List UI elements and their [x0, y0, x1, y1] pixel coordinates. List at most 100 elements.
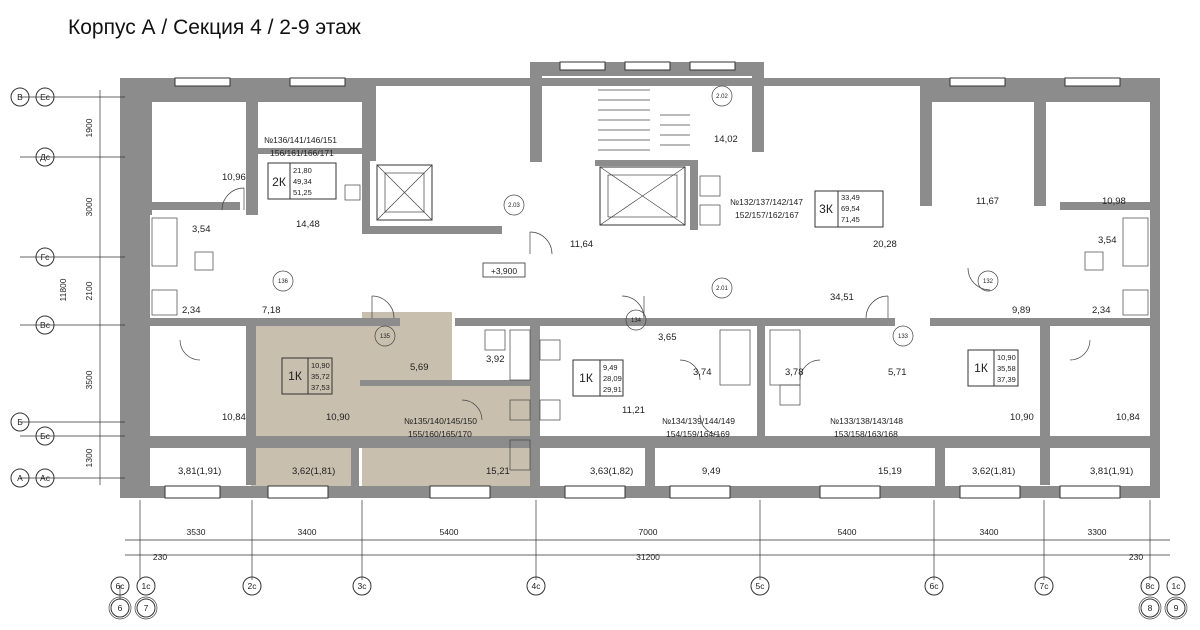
apt-1k-left-label: 1К 10,90 35,72 37,53 №135/140/145/150 15…: [281, 357, 477, 439]
wall-kitchen-top: [360, 380, 530, 386]
wall-right-col: [920, 86, 932, 206]
apt-area: 49,34: [293, 177, 312, 186]
apt-area: 29,91: [603, 385, 622, 394]
room-area: 3,63(1,82): [590, 466, 633, 477]
apt-numbers: 156/161/166/171: [270, 148, 334, 158]
axis-label: 1с: [142, 581, 152, 591]
apt-2k-label: №136/141/146/151 156/161/166/171 2К 21,8…: [264, 135, 337, 200]
room-marker: 136: [278, 279, 289, 285]
apt-area: 21,80: [293, 166, 312, 175]
dim-label: 3530: [187, 527, 206, 537]
axis-label: Гс: [41, 252, 51, 262]
wall-right-col2: [1034, 86, 1046, 206]
dim-label: 3000: [84, 197, 94, 216]
wall-stair-left: [362, 86, 376, 161]
apt-rooms: 1К: [579, 371, 593, 385]
axis-label: Б: [17, 417, 23, 427]
room-area: 11,21: [622, 405, 645, 416]
apt-area: 28,09: [603, 374, 622, 383]
wall-left-h: [140, 202, 240, 210]
wall-v-2: [351, 436, 359, 491]
apt-area: 10,90: [997, 353, 1016, 362]
room-area: 14,48: [296, 219, 320, 230]
apt-1k-right-label: №133/138/143/148 153/158/163/168 1К 10,9…: [830, 349, 1019, 439]
apt-area: 9,49: [603, 363, 618, 372]
room-area: 3,81(1,91): [1090, 466, 1133, 477]
vertical-dimensions: 1900 3000 2100 3500 1300 11800: [58, 118, 94, 467]
wall-lift-right: [690, 160, 698, 230]
wall-lift-left: [362, 160, 370, 230]
horizontal-dimensions: 3530 3400 5400 7000 5400 3400 3300 230 2…: [153, 527, 1143, 562]
room-area: 5,69: [410, 362, 429, 373]
room-area: 20,28: [873, 239, 897, 250]
room-area: 9,49: [702, 466, 721, 477]
room-area: 10,90: [326, 412, 350, 423]
dim-label: 230: [1129, 552, 1143, 562]
room-area: 3,62(1,81): [972, 466, 1015, 477]
wall-corridor-top: [362, 226, 502, 234]
axis-label: 6с: [116, 581, 126, 591]
apt-numbers: №133/138/143/148: [830, 416, 903, 426]
room-area: 11,64: [570, 239, 593, 250]
room-markers: 2.02 2.03 2.01 136 135 134 133 132: [272, 85, 999, 347]
level-mark: +3,900: [491, 266, 518, 276]
wall-corridor-bot-right: [930, 318, 1150, 326]
elevator-2: [599, 166, 686, 226]
wall-left-col2: [246, 95, 258, 215]
elevator-1: [376, 164, 433, 221]
axis-label: Дс: [40, 152, 51, 162]
dim-label: 3400: [980, 527, 999, 537]
page-title: Корпус А / Секция 4 / 2-9 этаж: [68, 16, 361, 39]
room-area: 3,65: [658, 332, 677, 343]
axis-label: 7с: [1040, 581, 1050, 591]
room-marker: 133: [898, 334, 909, 340]
elevators: [376, 164, 686, 226]
room-area: 15,21: [486, 466, 510, 477]
apt-1k-center-label: 1К 9,49 28,09 29,91 №134/139/144/149 154…: [572, 359, 735, 439]
apt-rooms: 3К: [819, 202, 833, 216]
wall-v-6: [935, 436, 945, 491]
room-marker: 134: [631, 318, 642, 324]
sanitary-fixtures: [151, 175, 1149, 471]
apt-numbers: №132/137/142/147: [730, 197, 803, 207]
wall-outer-bottom: [120, 486, 1160, 498]
wall-outer-top-band: [120, 78, 1160, 86]
room-area: 3,62(1,81): [292, 466, 335, 477]
room-area: 3,74: [693, 367, 712, 378]
apt-area: 69,54: [841, 204, 860, 213]
dim-label: 1900: [84, 118, 94, 137]
axis-label: 8: [1148, 603, 1153, 613]
room-marker: 2.03: [508, 203, 520, 209]
axis-label: А: [17, 473, 23, 483]
dim-label: 1300: [84, 448, 94, 467]
room-area: 34,51: [830, 292, 854, 303]
wall-left-col: [140, 95, 152, 215]
room-area: 10,98: [1102, 196, 1126, 207]
highlighted-balcony: [251, 448, 351, 486]
wall-left-room-mid: [250, 148, 362, 154]
axis-label: 5с: [756, 581, 766, 591]
room-area: 3,54: [1098, 235, 1117, 246]
apt-area: 35,72: [311, 372, 330, 381]
room-area: 11,67: [976, 196, 999, 207]
room-area: 10,84: [1116, 412, 1140, 423]
dim-label: 230: [153, 552, 167, 562]
apt-numbers: 153/158/163/168: [834, 429, 898, 439]
room-area-labels: 10,96 3,54 2,34 7,18 14,48 10,84 10,90 5…: [178, 134, 1140, 477]
wall-corridor-bot-left: [140, 318, 400, 326]
apartment-labels: №136/141/146/151 156/161/166/171 2К 21,8…: [264, 135, 1019, 439]
axis-label: 7: [144, 603, 149, 613]
staircase: [598, 89, 690, 151]
room-area: 3,78: [785, 367, 804, 378]
bottom-axis-markers: 6с 6 1с 7 2с 3с 4с 5с 6с 7с 8с 8 1с 9: [108, 576, 1188, 620]
room-area: 3,54: [192, 224, 211, 235]
axis-label: 8с: [1146, 581, 1156, 591]
wall-outer-right: [1150, 78, 1160, 498]
apt-area: 71,45: [841, 215, 860, 224]
dim-label: 3500: [84, 370, 94, 389]
apt-area: 37,53: [311, 383, 330, 392]
room-area: 10,96: [222, 172, 246, 183]
wall-v-4: [645, 436, 655, 491]
dim-label: 3400: [298, 527, 317, 537]
